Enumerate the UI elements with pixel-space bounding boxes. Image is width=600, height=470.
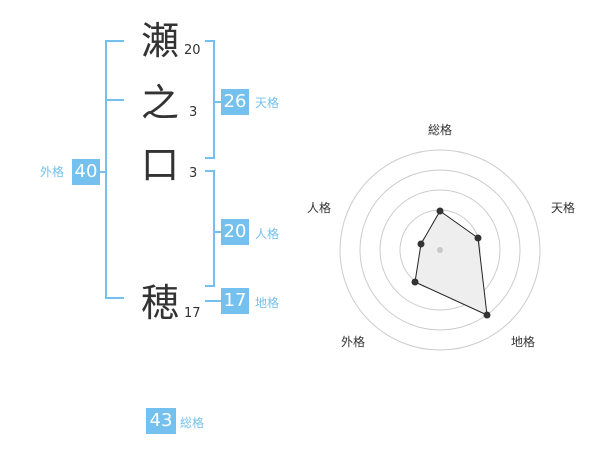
radar-label-chikaku: 地格 xyxy=(511,335,536,349)
radar-label-jinkaku: 人格 xyxy=(307,201,332,215)
chikaku-value: 17 xyxy=(221,288,249,314)
chikaku-label: 地格 xyxy=(255,296,280,310)
radar-ring-2 xyxy=(359,169,521,331)
radar-label-gaikaku: 外格 xyxy=(341,335,366,349)
radar-point-gaikaku xyxy=(411,278,419,286)
name-char-3-strokes: 3 xyxy=(189,166,198,181)
tenkaku-label: 天格 xyxy=(255,96,280,110)
radar-point-soukaku xyxy=(436,207,444,215)
name-char-2-strokes: 3 xyxy=(189,105,198,120)
name-char-4: 穂 xyxy=(141,281,180,325)
chikaku-connector xyxy=(205,300,221,302)
jinkaku-value: 20 xyxy=(221,219,249,245)
name-char-3: 口 xyxy=(141,143,180,187)
radar-ring-3 xyxy=(379,189,501,311)
name-char-1-strokes: 20 xyxy=(184,43,201,58)
radar-ring-1 xyxy=(339,149,541,351)
tenkaku-value: 26 xyxy=(221,89,249,115)
radar-label-soukaku: 総格 xyxy=(428,123,453,137)
soukaku-value: 43 xyxy=(146,408,176,434)
radar-point-jinkaku xyxy=(417,240,425,248)
radar-center xyxy=(437,247,443,253)
jinkaku-label: 人格 xyxy=(255,227,280,241)
radar-point-chikaku xyxy=(483,311,491,319)
name-char-1: 瀬 xyxy=(141,19,180,63)
radar-point-tenkaku xyxy=(474,234,482,242)
name-char-4-strokes: 17 xyxy=(184,306,201,321)
gaikaku-label: 外格 xyxy=(40,165,65,179)
name-char-2: 之 xyxy=(141,81,180,125)
soukaku-label: 総格 xyxy=(180,416,205,430)
gaikaku-value: 40 xyxy=(72,159,100,185)
radar-label-tenkaku: 天格 xyxy=(551,201,576,215)
radar-polygon xyxy=(414,210,488,316)
